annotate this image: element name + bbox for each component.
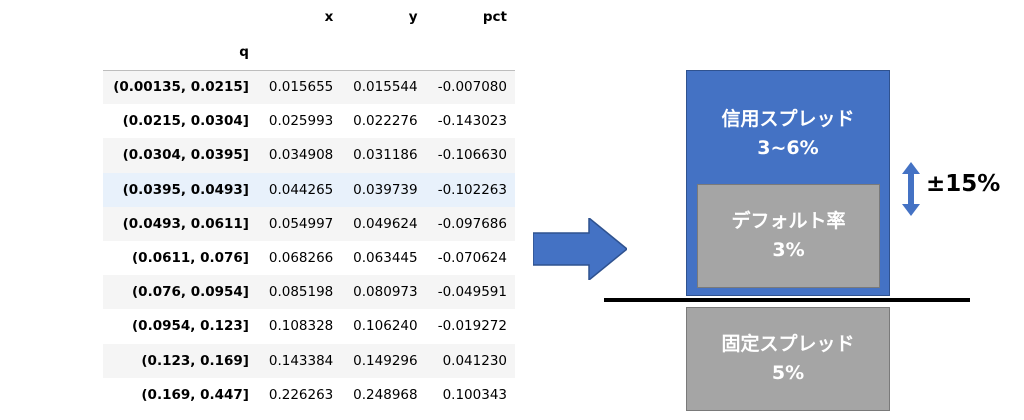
row-index-label: (0.00135, 0.0215] [113, 79, 249, 96]
default-rate-value: 3% [772, 239, 805, 261]
cell-y: 0.106240 [353, 318, 418, 335]
table-row: (0.076, 0.0954] 0.085198 0.080973 -0.049591 [103, 275, 515, 310]
fixed-spread-value: 5% [771, 362, 805, 384]
table-row: (0.0395, 0.0493] 0.044265 0.039739 -0.10226… [103, 172, 515, 207]
right-arrow-icon [533, 218, 627, 280]
index-name: q [103, 34, 257, 71]
cell-y: 0.063445 [353, 250, 418, 267]
dataframe-table: x y pct q (0.00135, 0.0215] 0.015655 0.015… [103, 0, 515, 412]
cell-y: 0.080973 [353, 284, 418, 301]
cell-x: 0.015655 [268, 79, 334, 96]
credit-spread-value: 3~6% [757, 137, 819, 159]
column-header-pct: pct [482, 9, 507, 25]
row-index-label: (0.0611, 0.076] [132, 250, 249, 267]
row-index-label: (0.123, 0.169] [141, 352, 249, 369]
fixed-spread-label: 固定スプレッド [721, 333, 855, 355]
cell-x: 0.034908 [268, 147, 334, 164]
row-index-label: (0.0304, 0.0395] [122, 147, 249, 164]
table-row: (0.123, 0.169] 0.143384 0.149296 0.041230 [103, 343, 515, 378]
column-header-row: x y pct [103, 0, 515, 34]
cell-y: 0.015544 [353, 79, 418, 96]
cell-y: 0.049624 [353, 215, 418, 232]
index-corner [103, 0, 257, 34]
table-row: (0.0304, 0.0395] 0.034908 0.031186 -0.10663… [103, 138, 515, 173]
cell-pct: 0.100343 [442, 386, 507, 403]
row-index-label: (0.169, 0.447] [141, 386, 249, 403]
range-label: ±15% [926, 171, 1001, 197]
row-index-label: (0.076, 0.0954] [132, 284, 249, 301]
cell-pct: -0.102263 [437, 181, 507, 198]
fixed-spread-box: 固定スプレッド 5% [686, 307, 890, 411]
cell-pct: 0.041230 [442, 352, 507, 369]
cell-y: 0.031186 [353, 147, 418, 164]
cell-x: 0.025993 [268, 113, 334, 130]
cell-x: 0.143384 [268, 352, 334, 369]
cell-y: 0.149296 [353, 352, 418, 369]
table-row: (0.169, 0.447] 0.226263 0.248968 0.100343 [103, 378, 515, 412]
table-row: (0.0611, 0.076] 0.068266 0.063445 -0.070624 [103, 241, 515, 275]
cell-y: 0.022276 [353, 113, 418, 130]
cell-pct: -0.106630 [437, 147, 507, 164]
cell-y: 0.248968 [353, 386, 418, 403]
double-arrow-icon [902, 162, 920, 216]
table-row: (0.0954, 0.123] 0.108328 0.106240 -0.019272 [103, 309, 515, 343]
row-index-label: (0.0493, 0.0611] [122, 215, 249, 232]
cell-x: 0.068266 [268, 250, 334, 267]
cell-pct: -0.019272 [437, 318, 507, 335]
table-body: (0.00135, 0.0215] 0.015655 0.015544 -0.0070… [103, 70, 515, 412]
row-index-label: (0.0215, 0.0304] [122, 113, 249, 130]
cell-y: 0.039739 [353, 181, 418, 198]
cell-pct: -0.070624 [437, 250, 507, 267]
cell-pct: -0.049591 [437, 284, 507, 301]
credit-spread-label: 信用スプレッド [721, 108, 855, 130]
cell-x: 0.044265 [268, 181, 334, 198]
column-header-x: x [324, 9, 334, 25]
column-header-y: y [408, 9, 418, 25]
default-rate-box: デフォルト率 3% [697, 184, 880, 288]
table-header: x y pct q [103, 0, 515, 71]
default-rate-label: デフォルト率 [731, 210, 846, 232]
table-row: (0.0215, 0.0304] 0.025993 0.022276 -0.14302… [103, 104, 515, 138]
row-index-label: (0.0954, 0.123] [132, 318, 249, 335]
cell-pct: -0.007080 [437, 79, 507, 96]
row-index-label: (0.0395, 0.0493] [122, 181, 249, 198]
cell-pct: -0.097686 [437, 215, 507, 232]
cell-x: 0.226263 [268, 386, 334, 403]
cell-x: 0.108328 [268, 318, 334, 335]
cell-x: 0.085198 [268, 284, 334, 301]
index-name-row: q [103, 34, 515, 71]
baseline-divider [604, 298, 970, 302]
table-row: (0.00135, 0.0215] 0.015655 0.015544 -0.0070… [103, 70, 515, 105]
cell-x: 0.054997 [268, 215, 334, 232]
table-row: (0.0493, 0.0611] 0.054997 0.049624 -0.09768… [103, 206, 515, 241]
cell-pct: -0.143023 [437, 113, 507, 130]
